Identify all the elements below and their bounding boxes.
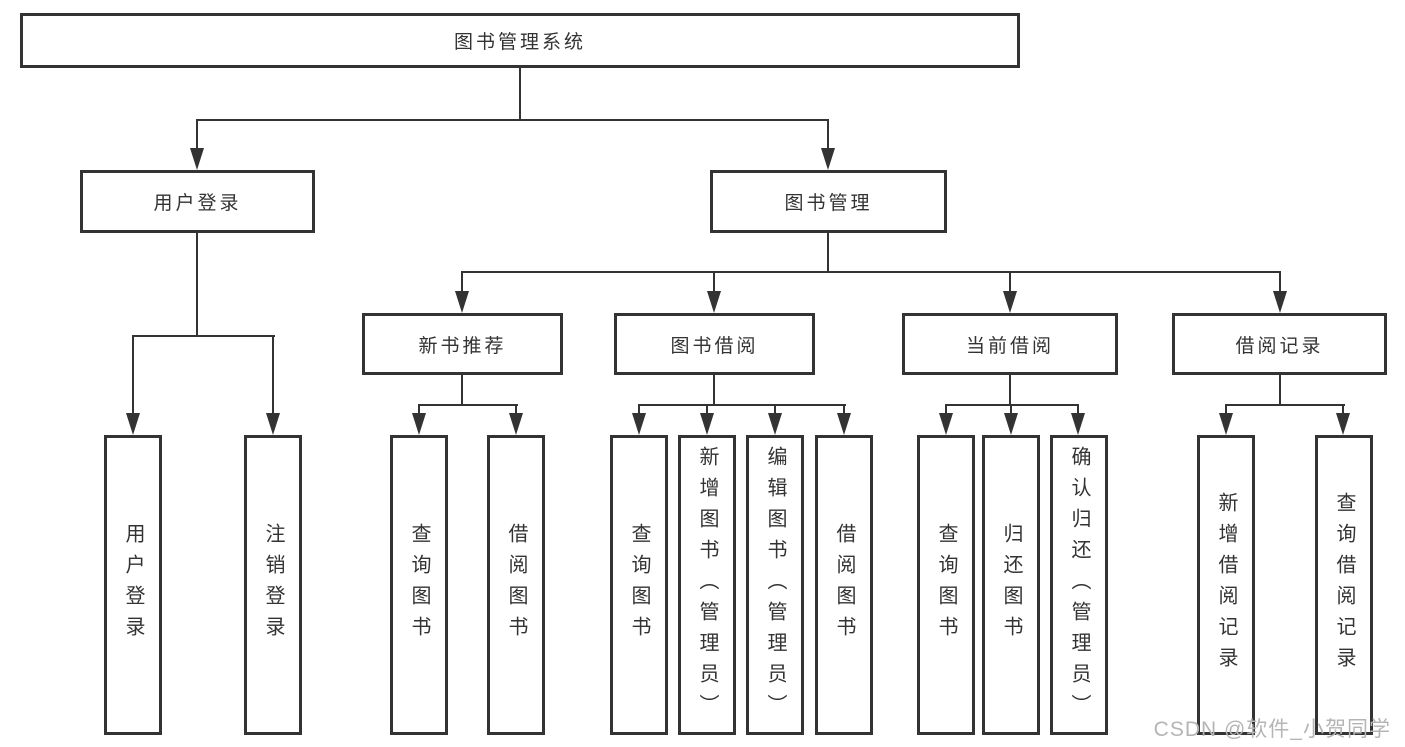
arrow-down-icon (768, 413, 782, 435)
connector-line (132, 335, 134, 415)
arrow-down-icon (707, 291, 721, 313)
connector-line (774, 404, 776, 415)
connector-line (1010, 404, 1012, 415)
connector-line (1342, 404, 1344, 415)
connector-line (843, 404, 845, 415)
connector-line (713, 271, 715, 293)
leaf-query-books-borrowing: 查询图书 (610, 435, 668, 735)
leaf-add-borrow-record: 新增借阅记录 (1197, 435, 1255, 735)
node-root: 图书管理系统 (20, 13, 1020, 68)
connector-line (945, 404, 947, 415)
connector-line (638, 404, 640, 415)
leaf-confirm-return-admin: 确认归还（管理员） (1050, 435, 1108, 735)
connector-line (461, 271, 1281, 273)
node-borrowing-records: 借阅记录 (1172, 313, 1387, 375)
node-book-borrowing-label: 图书借阅 (670, 335, 759, 357)
connector-line (1279, 375, 1281, 406)
connector-line (945, 404, 1079, 406)
leaf-return-book: 归还图书 (982, 435, 1040, 735)
arrow-down-icon (266, 413, 280, 435)
connector-line (461, 271, 463, 293)
connector-line (196, 119, 829, 121)
arrow-down-icon (1071, 413, 1085, 435)
leaf-query-books-recommend-label: 查询图书 (408, 523, 430, 647)
arrow-down-icon (126, 413, 140, 435)
connector-line (515, 404, 517, 415)
leaf-user-login: 用户登录 (104, 435, 162, 735)
arrow-down-icon (837, 413, 851, 435)
leaf-add-borrow-record-label: 新增借阅记录 (1215, 492, 1237, 678)
connector-line (418, 404, 420, 415)
node-current-borrowing: 当前借阅 (902, 313, 1118, 375)
leaf-query-books-borrowing-label: 查询图书 (628, 523, 650, 647)
leaf-return-book-label: 归还图书 (1000, 523, 1022, 647)
node-book-borrowing: 图书借阅 (614, 313, 815, 375)
leaf-query-books-current-label: 查询图书 (935, 523, 957, 647)
connector-line (706, 404, 708, 415)
connector-line (1077, 404, 1079, 415)
csdn-watermark: CSDN @软件_小贺同学 (1153, 718, 1391, 741)
arrow-down-icon (190, 148, 204, 170)
arrow-down-icon (1004, 413, 1018, 435)
node-new-book-recommend-label: 新书推荐 (418, 335, 507, 357)
node-root-label: 图书管理系统 (453, 32, 586, 53)
arrow-down-icon (939, 413, 953, 435)
connector-line (272, 335, 274, 415)
leaf-query-borrow-record-label: 查询借阅记录 (1333, 492, 1355, 678)
connector-line (713, 375, 715, 406)
leaf-add-book-admin-label: 新增图书（管理员） (696, 445, 718, 725)
node-borrowing-records-label: 借阅记录 (1235, 335, 1324, 357)
connector-line (1009, 375, 1011, 406)
leaf-edit-book-admin: 编辑图书（管理员） (746, 435, 804, 735)
connector-line (638, 404, 846, 406)
arrow-down-icon (700, 413, 714, 435)
connector-line (827, 119, 829, 153)
node-user-login-branch-label: 用户登录 (153, 193, 242, 214)
leaf-logout: 注销登录 (244, 435, 302, 735)
connector-line (1279, 271, 1281, 293)
arrow-down-icon (821, 148, 835, 170)
connector-line (519, 68, 521, 120)
arrow-down-icon (1336, 413, 1350, 435)
leaf-add-book-admin: 新增图书（管理员） (678, 435, 736, 735)
leaf-query-books-current: 查询图书 (917, 435, 975, 735)
node-new-book-recommend: 新书推荐 (362, 313, 563, 375)
node-user-login-branch: 用户登录 (80, 170, 315, 233)
leaf-query-books-recommend: 查询图书 (390, 435, 448, 735)
leaf-edit-book-admin-label: 编辑图书（管理员） (764, 445, 786, 725)
connector-line (196, 119, 198, 153)
leaf-query-borrow-record: 查询借阅记录 (1315, 435, 1373, 735)
connector-line (418, 404, 518, 406)
connector-line (827, 233, 829, 273)
connector-line (1225, 404, 1345, 406)
arrow-down-icon (1003, 291, 1017, 313)
leaf-user-login-label: 用户登录 (122, 523, 144, 647)
leaf-logout-label: 注销登录 (262, 523, 284, 647)
connector-line (196, 233, 198, 337)
leaf-confirm-return-admin-label: 确认归还（管理员） (1068, 445, 1090, 725)
connector-line (1225, 404, 1227, 415)
node-book-management-branch: 图书管理 (710, 170, 947, 233)
leaf-borrow-books-recommend-label: 借阅图书 (505, 523, 527, 647)
leaf-borrow-books-borrowing: 借阅图书 (815, 435, 873, 735)
arrow-down-icon (632, 413, 646, 435)
connector-line (1009, 271, 1011, 293)
leaf-borrow-books-recommend: 借阅图书 (487, 435, 545, 735)
connector-line (461, 375, 463, 406)
arrow-down-icon (1273, 291, 1287, 313)
node-current-borrowing-label: 当前借阅 (965, 335, 1054, 357)
leaf-borrow-books-borrowing-label: 借阅图书 (833, 523, 855, 647)
arrow-down-icon (509, 413, 523, 435)
node-book-management-branch-label: 图书管理 (784, 193, 873, 214)
arrow-down-icon (412, 413, 426, 435)
arrow-down-icon (1219, 413, 1233, 435)
arrow-down-icon (455, 291, 469, 313)
connector-line (132, 335, 275, 337)
